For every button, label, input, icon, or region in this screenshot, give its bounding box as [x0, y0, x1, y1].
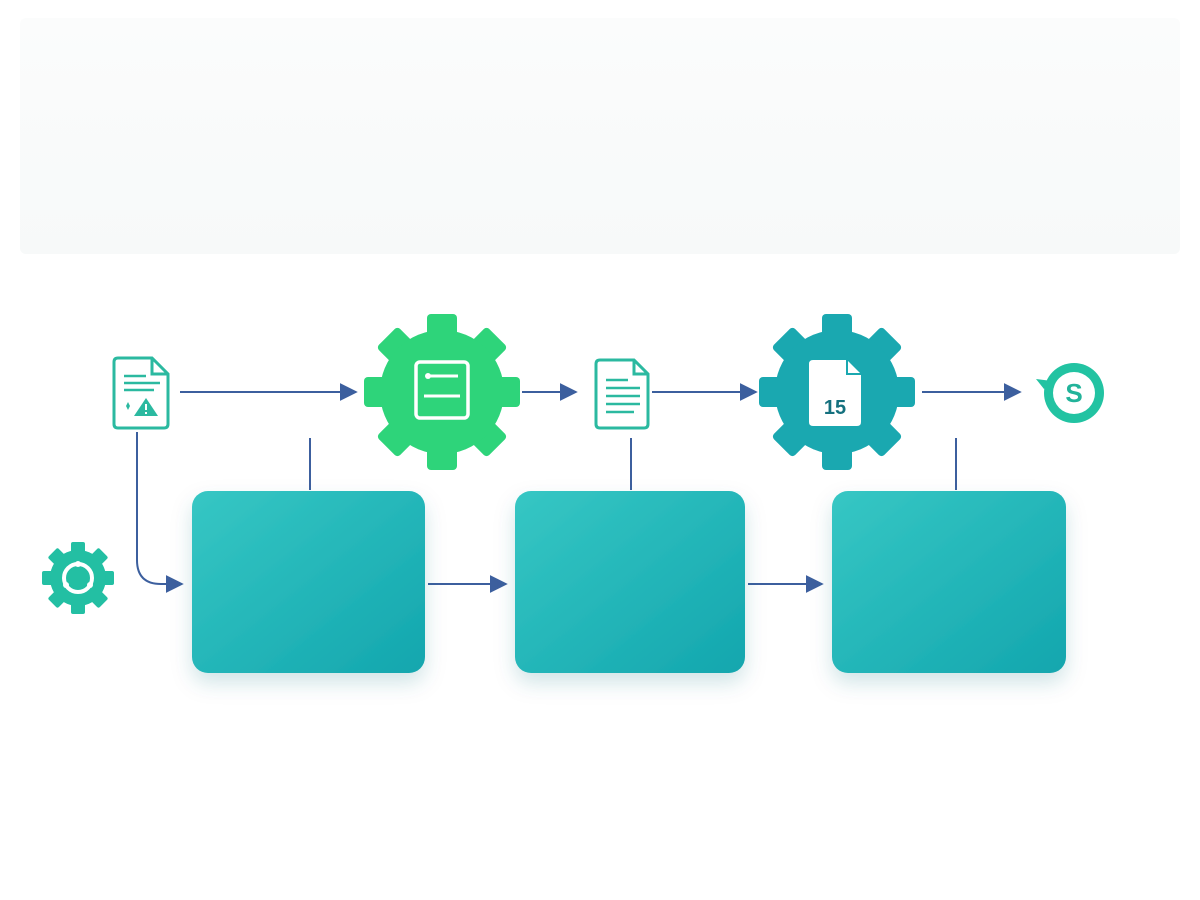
stage-box-2[interactable] — [515, 491, 745, 673]
header-band — [20, 18, 1180, 254]
stage-boxes — [192, 491, 1066, 673]
stage-box-1[interactable] — [192, 491, 425, 673]
gear-icon[interactable] — [42, 542, 114, 614]
document-warning-icon — [112, 356, 170, 430]
endpoint-symbol-text: S — [1065, 378, 1082, 408]
drop-lines — [309, 438, 957, 490]
stage-box-3[interactable] — [832, 491, 1066, 673]
gear-document-icon[interactable] — [364, 314, 520, 470]
gear-calendar-icon[interactable]: 15 — [759, 314, 915, 470]
refresh-dollar-icon[interactable]: S — [1036, 363, 1104, 423]
calendar-day-text: 15 — [824, 397, 846, 419]
document-icon — [594, 358, 650, 430]
connector-doc-to-stage-1 — [136, 432, 184, 593]
